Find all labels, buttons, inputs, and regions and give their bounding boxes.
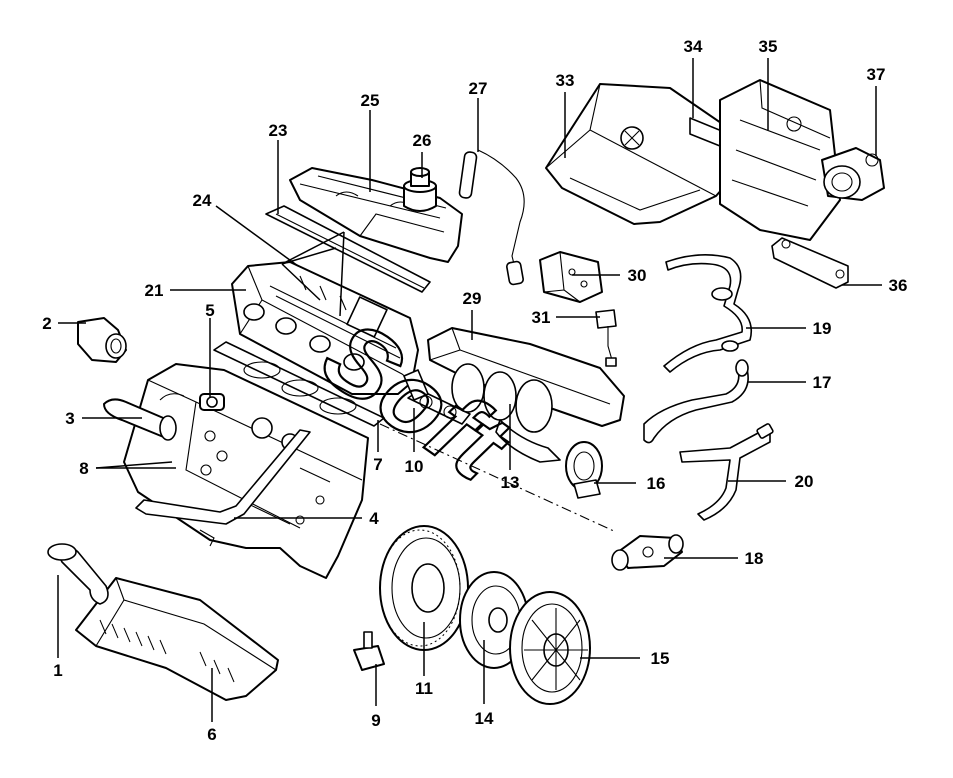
callout-11: 11 xyxy=(415,679,433,698)
part-ignition-lead xyxy=(458,149,525,286)
callout-25: 25 xyxy=(361,91,380,110)
callout-8: 8 xyxy=(79,459,88,478)
callout-27: 27 xyxy=(469,79,488,98)
part-head-gasket xyxy=(213,341,385,427)
callout-30: 30 xyxy=(628,266,647,285)
engine-parts xyxy=(47,79,885,705)
part-water-flange xyxy=(611,534,684,571)
callout-14: 14 xyxy=(475,709,494,728)
callout-15: 15 xyxy=(651,649,670,668)
part-throttle-body xyxy=(821,147,885,201)
callout-37: 37 xyxy=(867,65,886,84)
callout-29: 29 xyxy=(463,289,482,308)
part-coil-bracket xyxy=(539,251,603,303)
callout-9: 9 xyxy=(371,711,380,730)
part-thermostat-housing xyxy=(77,317,127,363)
part-intake-manifold xyxy=(403,327,625,463)
part-sensor xyxy=(199,393,225,411)
callout-36: 36 xyxy=(889,276,908,295)
part-throttle-gasket xyxy=(565,441,603,499)
part-rpm-sensor xyxy=(353,631,385,671)
callout-17: 17 xyxy=(813,373,832,392)
part-knock-sensor xyxy=(595,309,617,367)
part-coolant-pipe xyxy=(135,429,311,547)
callout-20: 20 xyxy=(795,472,814,491)
callout-3: 3 xyxy=(65,409,74,428)
callout-leader-lines xyxy=(57,58,882,722)
callout-6: 6 xyxy=(207,725,216,744)
callout-35: 35 xyxy=(759,37,778,56)
callout-labels: 1 2 3 4 5 6 7 8 9 10 11 13 14 15 16 17 1… xyxy=(42,37,907,744)
callout-34: 34 xyxy=(684,37,703,56)
part-hose-20 xyxy=(679,423,774,521)
callout-19: 19 xyxy=(813,319,832,338)
callout-31: 31 xyxy=(532,308,551,327)
callout-2: 2 xyxy=(42,314,51,333)
part-oil-pan xyxy=(47,543,279,701)
part-hose-17 xyxy=(643,359,749,444)
part-valve-cover xyxy=(289,167,463,263)
part-intake-plenum xyxy=(719,79,841,241)
callout-33: 33 xyxy=(556,71,575,90)
part-engine-cover xyxy=(545,83,745,225)
part-hose-19 xyxy=(663,254,753,373)
callout-23: 23 xyxy=(269,121,288,140)
callout-18: 18 xyxy=(745,549,764,568)
callout-26: 26 xyxy=(413,131,432,150)
callout-16: 16 xyxy=(647,474,666,493)
callout-7: 7 xyxy=(373,455,382,474)
callout-4: 4 xyxy=(369,509,379,528)
callout-5: 5 xyxy=(205,301,214,320)
callout-10: 10 xyxy=(405,457,424,476)
callout-1: 1 xyxy=(53,661,62,680)
part-pressure-plate xyxy=(509,591,591,705)
part-oil-filler-cap xyxy=(403,167,437,212)
callout-13: 13 xyxy=(501,473,520,492)
callout-21: 21 xyxy=(145,281,164,300)
callout-24: 24 xyxy=(193,191,212,210)
part-mount-bracket xyxy=(771,237,849,289)
